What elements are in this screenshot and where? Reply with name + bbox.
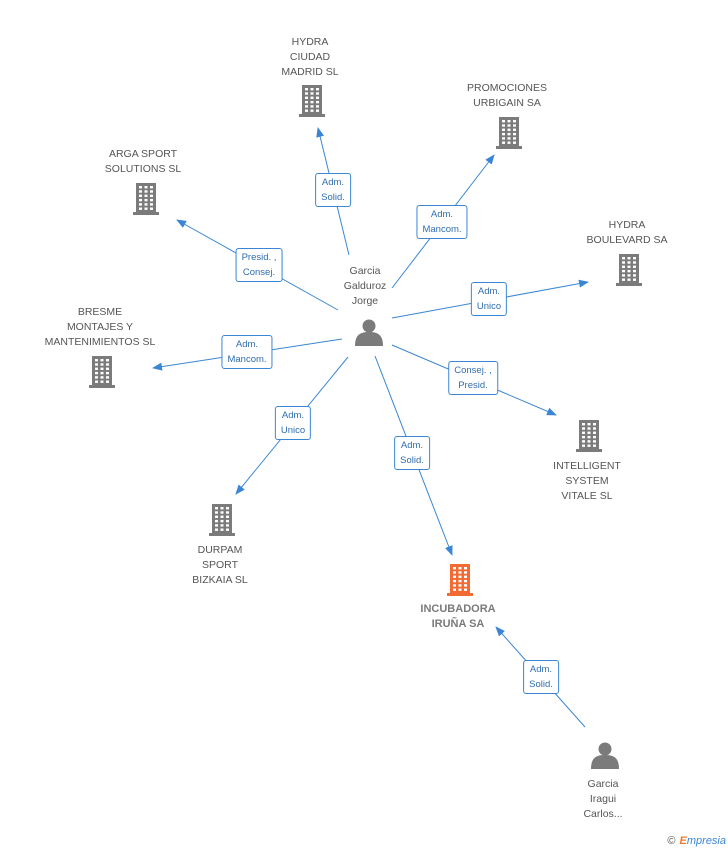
person-icon-gi[interactable] bbox=[591, 742, 619, 770]
edge-label-gi-incubadora[interactable]: Adm. Solid. bbox=[523, 660, 559, 694]
edge-label-gg-promociones[interactable]: Adm. Mancom. bbox=[416, 205, 468, 239]
person-icon-gg[interactable] bbox=[355, 319, 383, 347]
node-label-intelligent[interactable]: INTELLIGENT SYSTEM VITALE SL bbox=[553, 460, 621, 502]
footer-brand[interactable]: ©Empresia bbox=[667, 835, 726, 847]
node-label-arga[interactable]: ARGA SPORT SOLUTIONS SL bbox=[104, 148, 182, 175]
edge-label-gg-incubadora[interactable]: Adm. Solid. bbox=[394, 436, 430, 470]
edge-label-gg-bresme[interactable]: Adm. Mancom. bbox=[221, 335, 273, 369]
building-icon-durpam[interactable] bbox=[209, 504, 235, 536]
edge-label-gg-durpam[interactable]: Adm. Unico bbox=[274, 406, 312, 440]
edge-label-gg-arga[interactable]: Presid. , Consej. bbox=[235, 248, 283, 282]
building-icon-bresme[interactable] bbox=[89, 356, 115, 388]
brand-name: mpresia bbox=[686, 835, 726, 847]
node-label-durpam[interactable]: DURPAM SPORT BIZKAIA SL bbox=[192, 544, 248, 586]
edge-label-gg-hydra_madrid[interactable]: Adm. Solid. bbox=[315, 173, 351, 207]
building-icon-hydra_boulevard[interactable] bbox=[616, 254, 642, 286]
node-label-hydra_madrid[interactable]: HYDRA CIUDAD MADRID SL bbox=[281, 36, 339, 78]
node-label-incubadora[interactable]: INCUBADORA IRUÑA SA bbox=[420, 603, 496, 630]
node-label-gg[interactable]: Garcia Galduroz Jorge bbox=[343, 265, 387, 307]
building-icon-hydra_madrid[interactable] bbox=[299, 85, 325, 117]
brand-initial: E bbox=[679, 835, 687, 847]
edge-label-gg-intelligent[interactable]: Consej. , Presid. bbox=[448, 361, 498, 395]
node-label-hydra_boulevard[interactable]: HYDRA BOULEVARD SA bbox=[586, 219, 668, 246]
node-label-bresme[interactable]: BRESME MONTAJES Y MANTENIMIENTOS SL bbox=[44, 306, 156, 348]
building-icon-arga[interactable] bbox=[133, 183, 159, 215]
copyright-symbol: © bbox=[667, 835, 676, 847]
building-icon-promociones[interactable] bbox=[496, 117, 522, 149]
edge-label-gg-hydra_boulevard[interactable]: Adm. Unico bbox=[470, 282, 508, 316]
building-icon-intelligent[interactable] bbox=[576, 420, 602, 452]
node-label-gi[interactable]: Garcia Iragui Carlos... bbox=[583, 778, 623, 820]
node-label-promociones[interactable]: PROMOCIONES URBIGAIN SA bbox=[467, 82, 547, 109]
building-icon-incubadora[interactable] bbox=[447, 564, 473, 596]
